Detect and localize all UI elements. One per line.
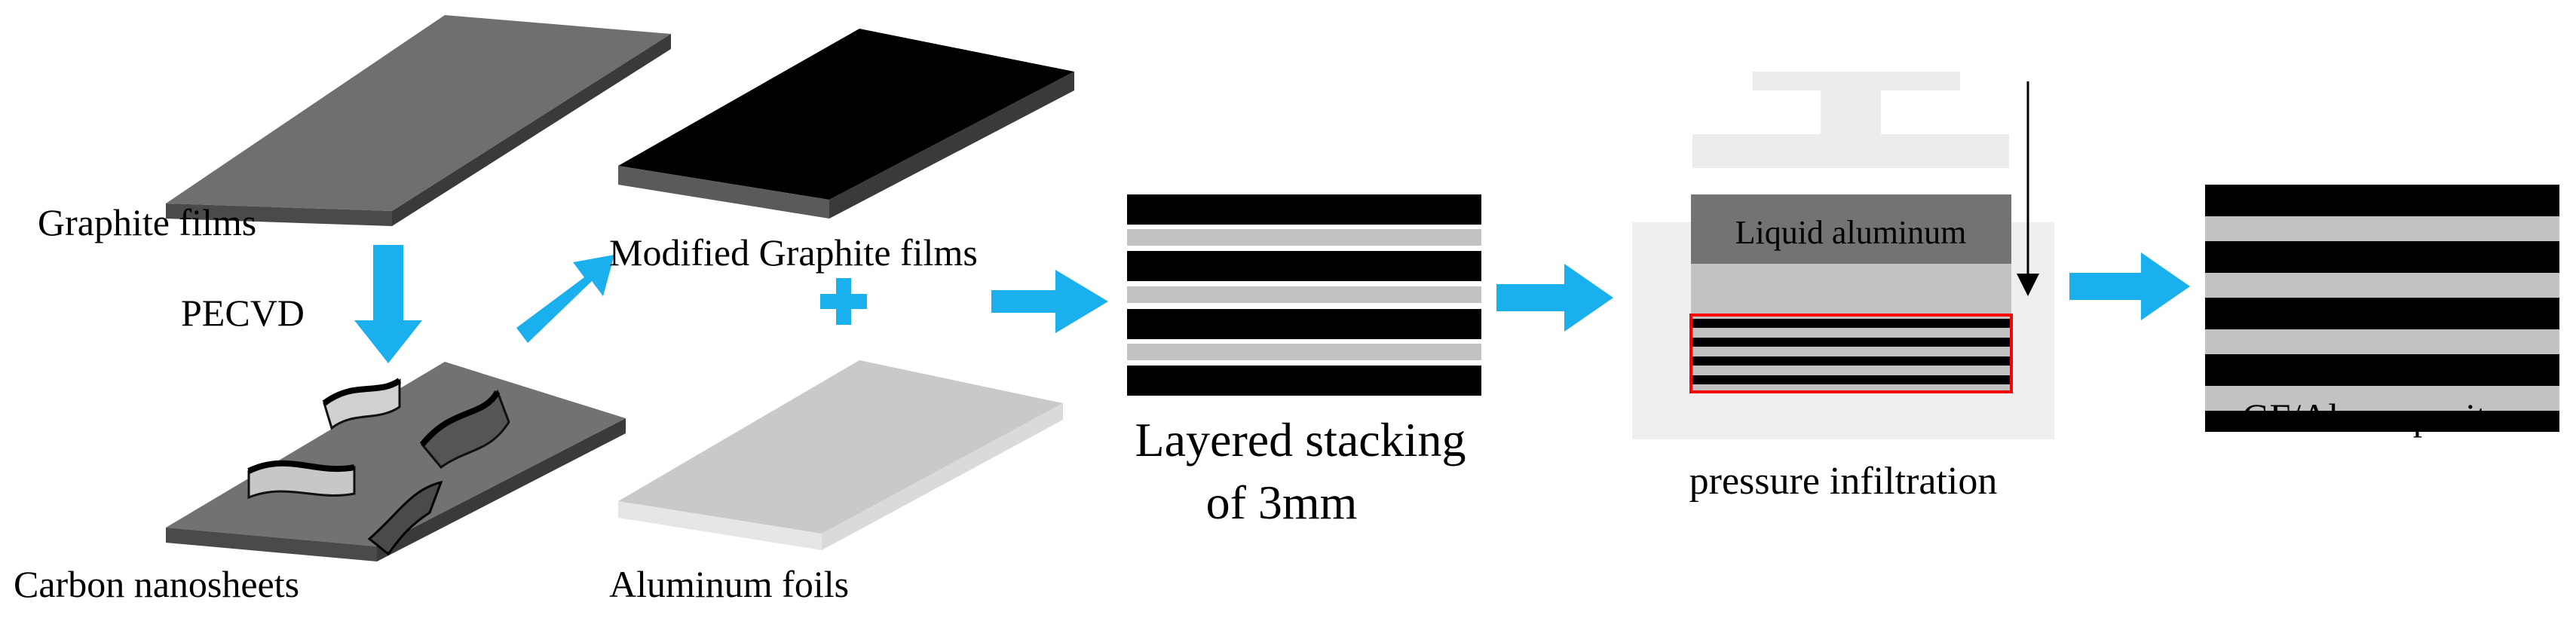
pressure-infiltration-label: pressure infiltration [1689, 460, 1998, 503]
nanosheet-flake [367, 480, 443, 556]
layered-stacking-label-line1: Layered stacking [1135, 413, 1466, 467]
modified-graphite-films-label: Modified Graphite films [609, 231, 978, 274]
gray-layer [1691, 264, 2011, 315]
press-head [1692, 72, 2009, 168]
pecvd-label: PECVD [181, 292, 305, 334]
carbon-nanosheets-slab [166, 362, 626, 561]
graphite-film-slab [166, 15, 671, 226]
carbon-nanosheets-label: Carbon nanosheets [14, 563, 299, 605]
gf-al-composite [2205, 185, 2559, 432]
down-arrow-icon [354, 245, 422, 363]
right-arrow-icon [991, 270, 1108, 333]
aluminum-foils-label: Aluminum foils [609, 563, 849, 605]
right-arrow-icon [2069, 252, 2190, 320]
liquid-aluminum-layer [1691, 194, 2011, 264]
modified-graphite-film-slab [618, 29, 1074, 219]
right-arrow-icon [1496, 264, 1613, 332]
layered-stacking-label-line2: of 3mm [1206, 476, 1358, 529]
gf-al-composites-label: GF/Al composites [2242, 396, 2517, 438]
layered-stack [1127, 194, 1481, 396]
aluminum-foil-slab [618, 360, 1063, 550]
plus-icon [820, 278, 867, 325]
graphite-films-label: Graphite films [38, 201, 256, 243]
diagonal-arrow-icon [516, 255, 614, 343]
stack-in-mold [1689, 314, 2013, 393]
liquid-aluminum-label: Liquid aluminum [1735, 214, 1967, 251]
